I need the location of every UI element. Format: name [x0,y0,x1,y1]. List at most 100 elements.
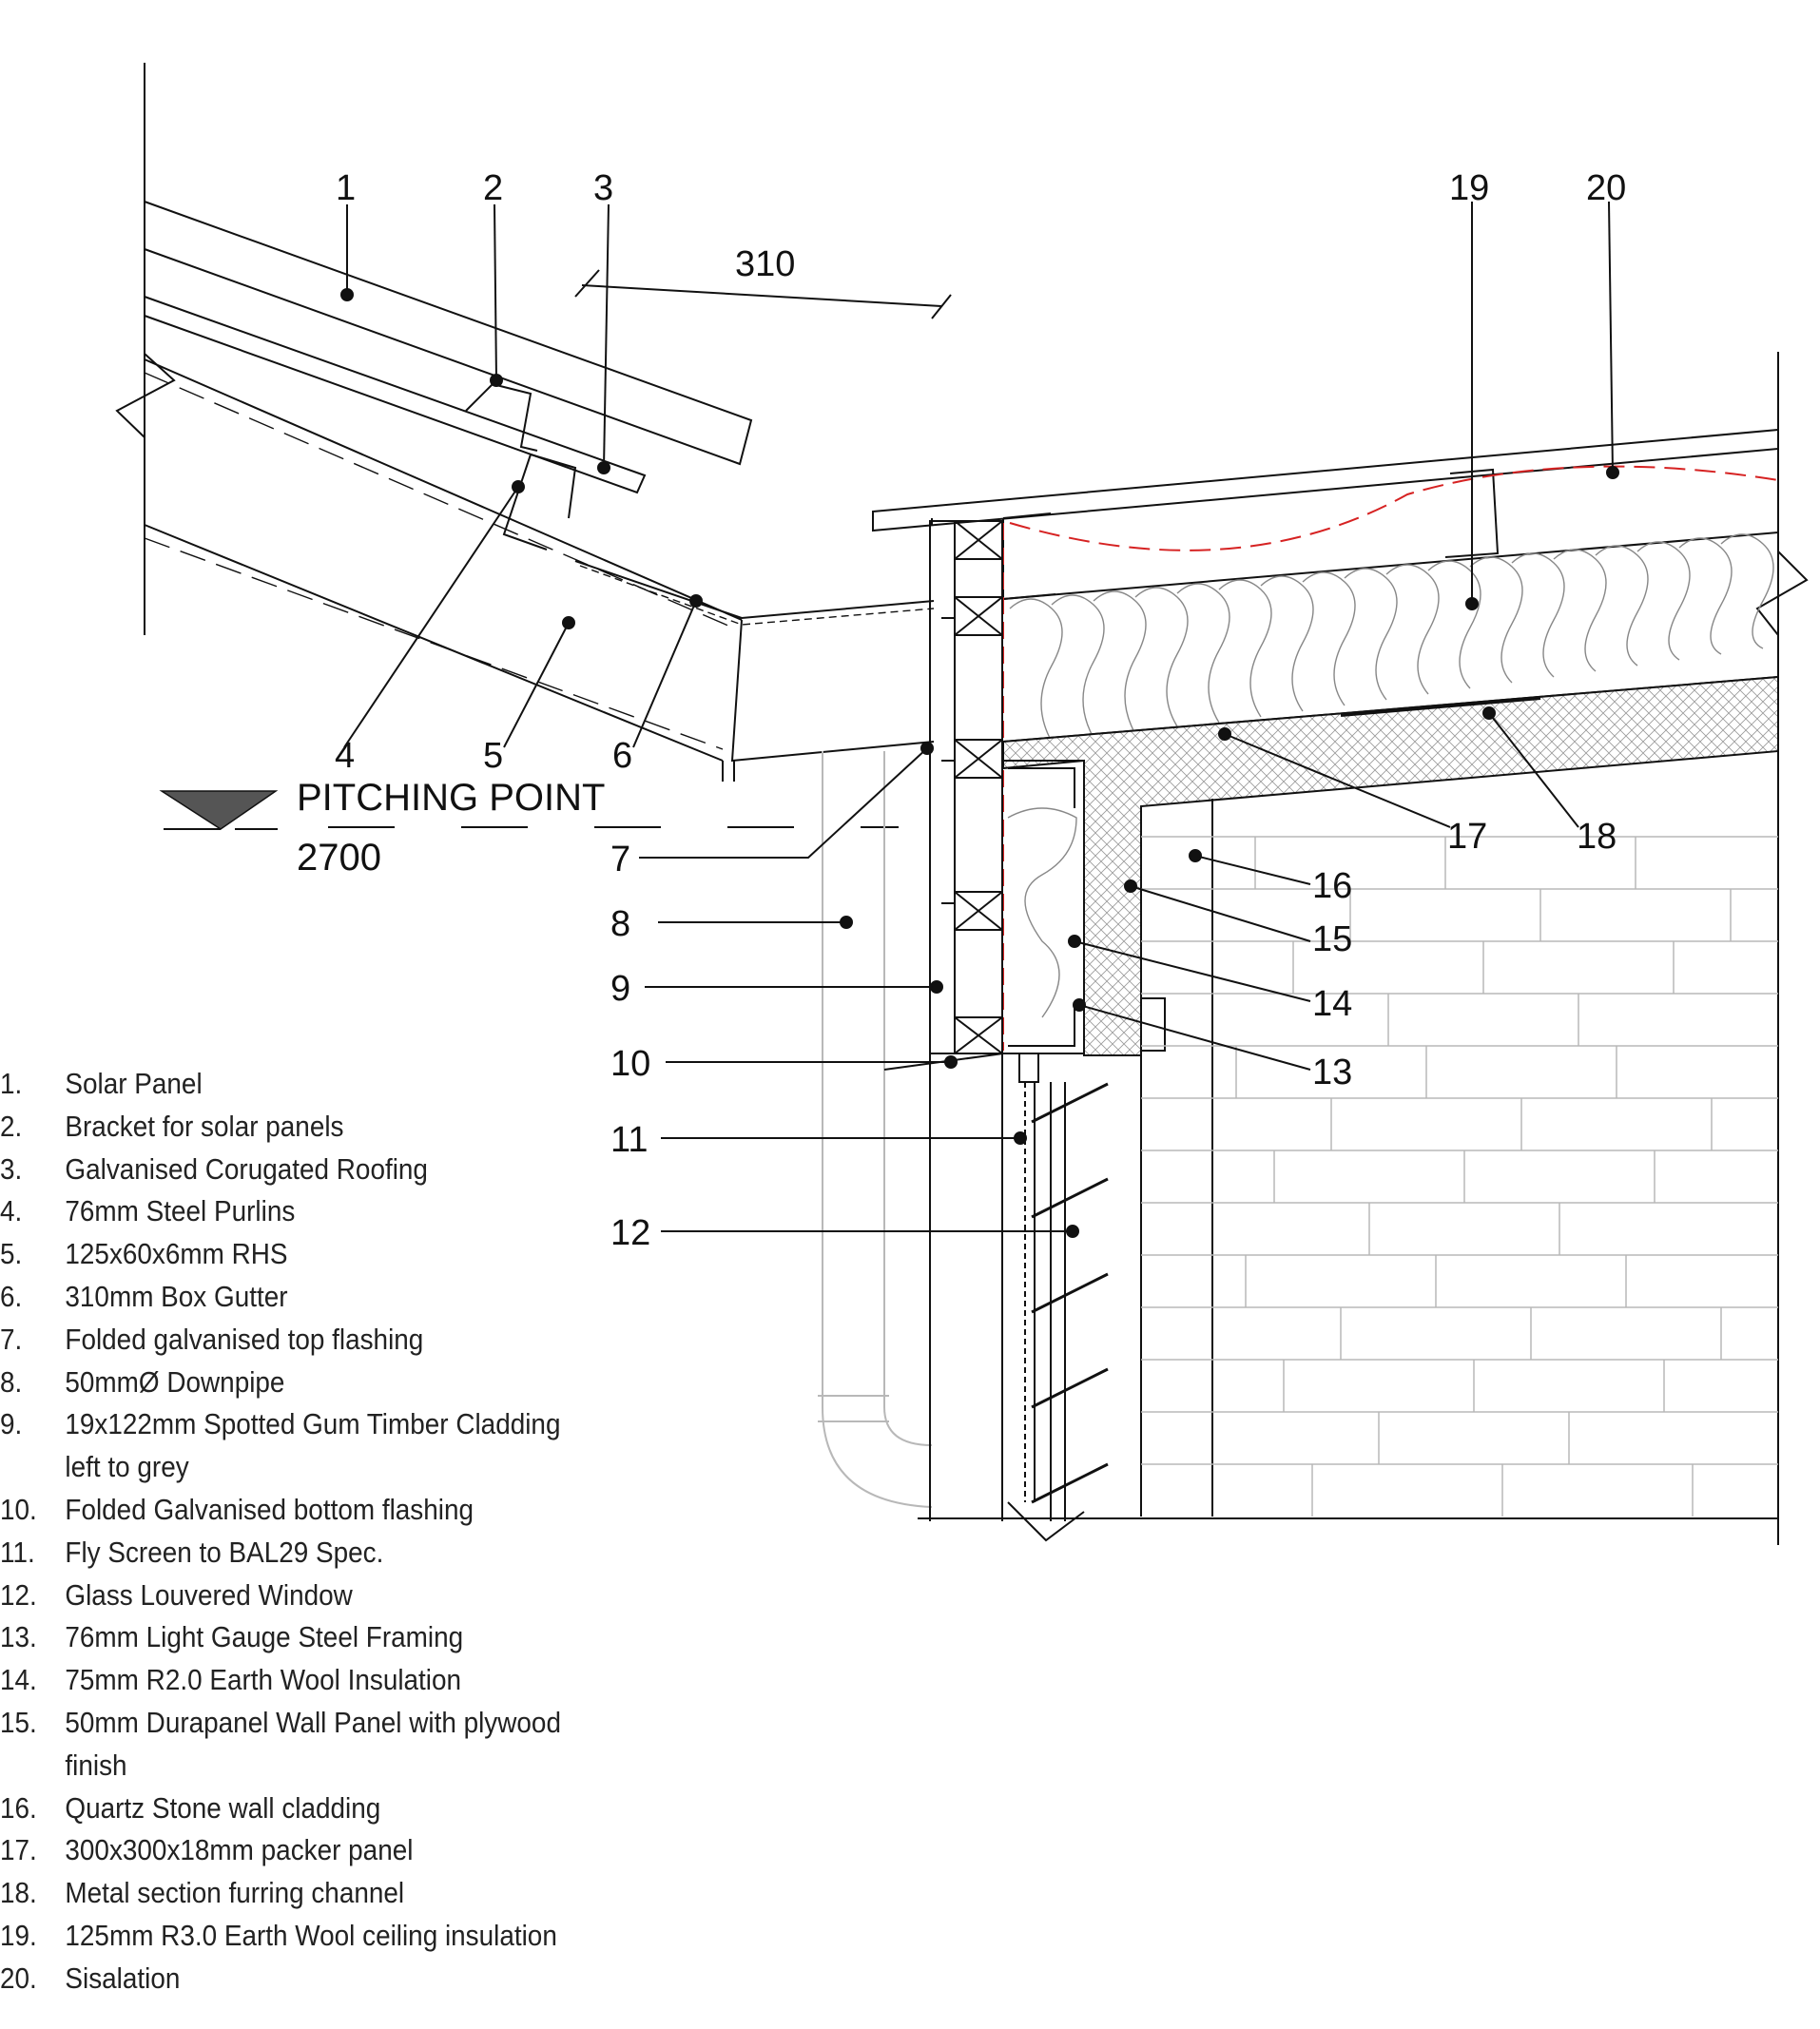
legend-num: 12. [0,1577,37,1612]
legend-item-9: 9. 19x122mm Spotted Gum Timber Cladding l… [0,1403,582,1489]
legend-text: Folded galvanised top flashing [65,1322,424,1356]
legend-text: 76mm Light Gauge Steel Framing [65,1620,464,1654]
legend-item-2: 2. Bracket for solar panels [0,1106,582,1149]
legend-text: Sisalation [65,1961,181,1995]
dimension-label: 310 [735,244,795,284]
steel-purlin [502,454,577,551]
legend-item-10: 10. Folded Galvanised bottom flashing [0,1489,582,1532]
solar-bracket [465,382,538,452]
legend-text: Solar Panel [65,1067,203,1100]
callout-20: 20 [1586,168,1626,208]
callout-18: 18 [1577,817,1617,857]
legend-item-3: 3. Galvanised Corugated Roofing [0,1149,582,1191]
corrugated-roofing [144,296,647,494]
legend-num: 5. [0,1237,23,1271]
legend-num: 3. [0,1151,23,1186]
legend-item-16: 16. Quartz Stone wall cladding [0,1787,582,1830]
rhs-member [144,358,743,762]
legend-item-8: 8. 50mmØ Downpipe [0,1362,582,1404]
callout-6: 6 [612,736,632,776]
dimension-310 [574,269,952,319]
legend-item-14: 14.75mm R2.0 Earth Wool Insulation [0,1659,582,1702]
legend: 1. Solar Panel 2. Bracket for solar panels… [0,1063,582,2000]
wall-framing [1003,760,1166,1054]
legend-item-19: 19.125mm R3.0 Earth Wool ceiling insulat… [0,1915,582,1958]
timber-cladding [929,520,1003,1054]
legend-item-20: 20. Sisalation [0,1958,582,2000]
callout-10: 10 [610,1044,650,1084]
callout-1: 1 [336,168,356,208]
legend-num: 1. [0,1067,23,1100]
legend-item-7: 7. Folded galvanised top flashing [0,1319,582,1362]
callout-15: 15 [1312,919,1352,959]
legend-num: 11. [0,1535,35,1569]
callout-19: 19 [1449,168,1489,208]
legend-item-17: 17. 300x300x18mm packer panel [0,1829,582,1872]
legend-num: 4. [0,1194,23,1228]
legend-text: Glass Louvered Window [65,1577,353,1612]
callout-11: 11 [610,1120,648,1160]
pitching-point-label: PITCHING POINT [297,777,605,819]
legend-item-1: 1. Solar Panel [0,1063,582,1106]
legend-num: 8. [0,1364,23,1399]
legend-item-6: 6. 310mm Box Gutter [0,1276,582,1319]
legend-text: 75mm R2.0 Earth Wool Insulation [65,1663,462,1697]
sisalation [1009,465,1779,551]
callout-3: 3 [593,168,613,208]
furring-channel [1340,696,1541,717]
solar-panel [144,201,753,466]
callout-9: 9 [610,969,630,1009]
stone-cladding [1141,836,1778,1517]
callout-12: 12 [610,1213,650,1253]
legend-num: 13. [0,1620,37,1654]
roof-assembly [115,63,935,782]
legend-num: 16. [0,1790,37,1825]
legend-num: 9. [0,1407,23,1441]
callout-4: 4 [335,736,355,776]
legend-text: Quartz Stone wall cladding [65,1790,381,1825]
legend-num: 19. [0,1918,37,1952]
legend-num: 15. [0,1705,37,1739]
legend-item-15: 15. 50mm Durapanel Wall Panel with plywoo… [0,1702,582,1787]
wall-lines [918,799,1778,1521]
callout-5: 5 [483,736,503,776]
callout-17: 17 [1447,817,1487,857]
legend-num: 18. [0,1876,37,1910]
downpipe [818,751,933,1508]
callout-numbers: 1 2 3 4 5 6 7 8 9 10 11 12 13 14 15 16 1… [335,168,1626,1253]
legend-num: 10. [0,1492,37,1526]
legend-text: 300x300x18mm packer panel [65,1833,414,1867]
legend-num: 7. [0,1322,23,1356]
leader-lines [340,201,1619,1238]
legend-num: 2. [0,1109,23,1143]
legend-text: 50mmØ Downpipe [65,1364,285,1399]
legend-item-4: 4. 76mm Steel Purlins [0,1190,582,1233]
callout-7: 7 [610,840,630,879]
legend-text: Bracket for solar panels [65,1109,344,1143]
legend-text: 125x60x6mm RHS [65,1237,288,1271]
legend-text: Galvanised Corugated Roofing [65,1151,428,1186]
legend-text: Folded Galvanised bottom flashing [65,1492,474,1526]
legend-item-18: 18. Metal section furring channel [0,1872,582,1915]
legend-num: 6. [0,1279,23,1313]
legend-text: 310mm Box Gutter [65,1279,288,1313]
packer-panel [1002,675,1779,1056]
legend-text: 76mm Steel Purlins [65,1194,296,1228]
callout-2: 2 [483,168,503,208]
legend-text: 50mm Durapanel Wall Panel with plywood f… [65,1705,561,1782]
legend-item-11: 11. Fly Screen to BAL29 Spec. [0,1532,582,1575]
callout-14: 14 [1312,984,1352,1024]
pitching-point-marker [159,790,899,830]
pitching-point-level: 2700 [297,837,381,879]
legend-num: 17. [0,1833,37,1867]
legend-text: Metal section furring channel [65,1876,405,1910]
callout-13: 13 [1312,1053,1352,1092]
legend-num: 20. [0,1961,37,1995]
legend-text: 19x122mm Spotted Gum Timber Cladding lef… [65,1407,561,1484]
legend-text: Fly Screen to BAL29 Spec. [65,1535,384,1569]
legend-item-5: 5. 125x60x6mm RHS [0,1233,582,1276]
window-assembly [883,1053,1109,1542]
box-gutter [574,560,935,763]
legend-item-12: 12. Glass Louvered Window [0,1575,582,1617]
